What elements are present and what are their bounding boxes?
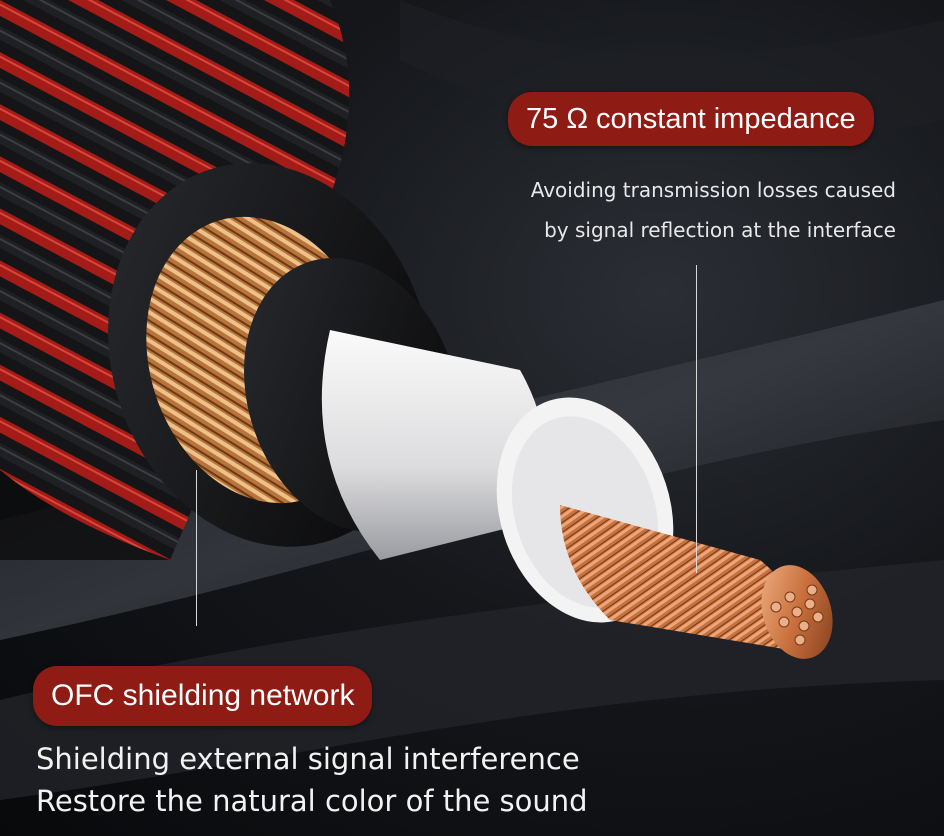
impedance-description-line: by signal reflection at the interface [544, 218, 896, 242]
shielding-leader-line [196, 470, 197, 626]
impedance-callout-title: 75 Ω constant impedance [508, 92, 874, 146]
shielding-description-line: Shielding external signal interference [36, 742, 580, 776]
impedance-description: Avoiding transmission losses caused by s… [531, 170, 896, 250]
impedance-description-line: Avoiding transmission losses caused [530, 178, 896, 202]
shielding-description-line: Restore the natural color of the sound [36, 784, 588, 818]
shielding-description: Shielding external signal interference R… [36, 738, 588, 822]
shielding-callout-title: OFC shielding network [33, 666, 373, 726]
impedance-leader-line [696, 265, 697, 573]
